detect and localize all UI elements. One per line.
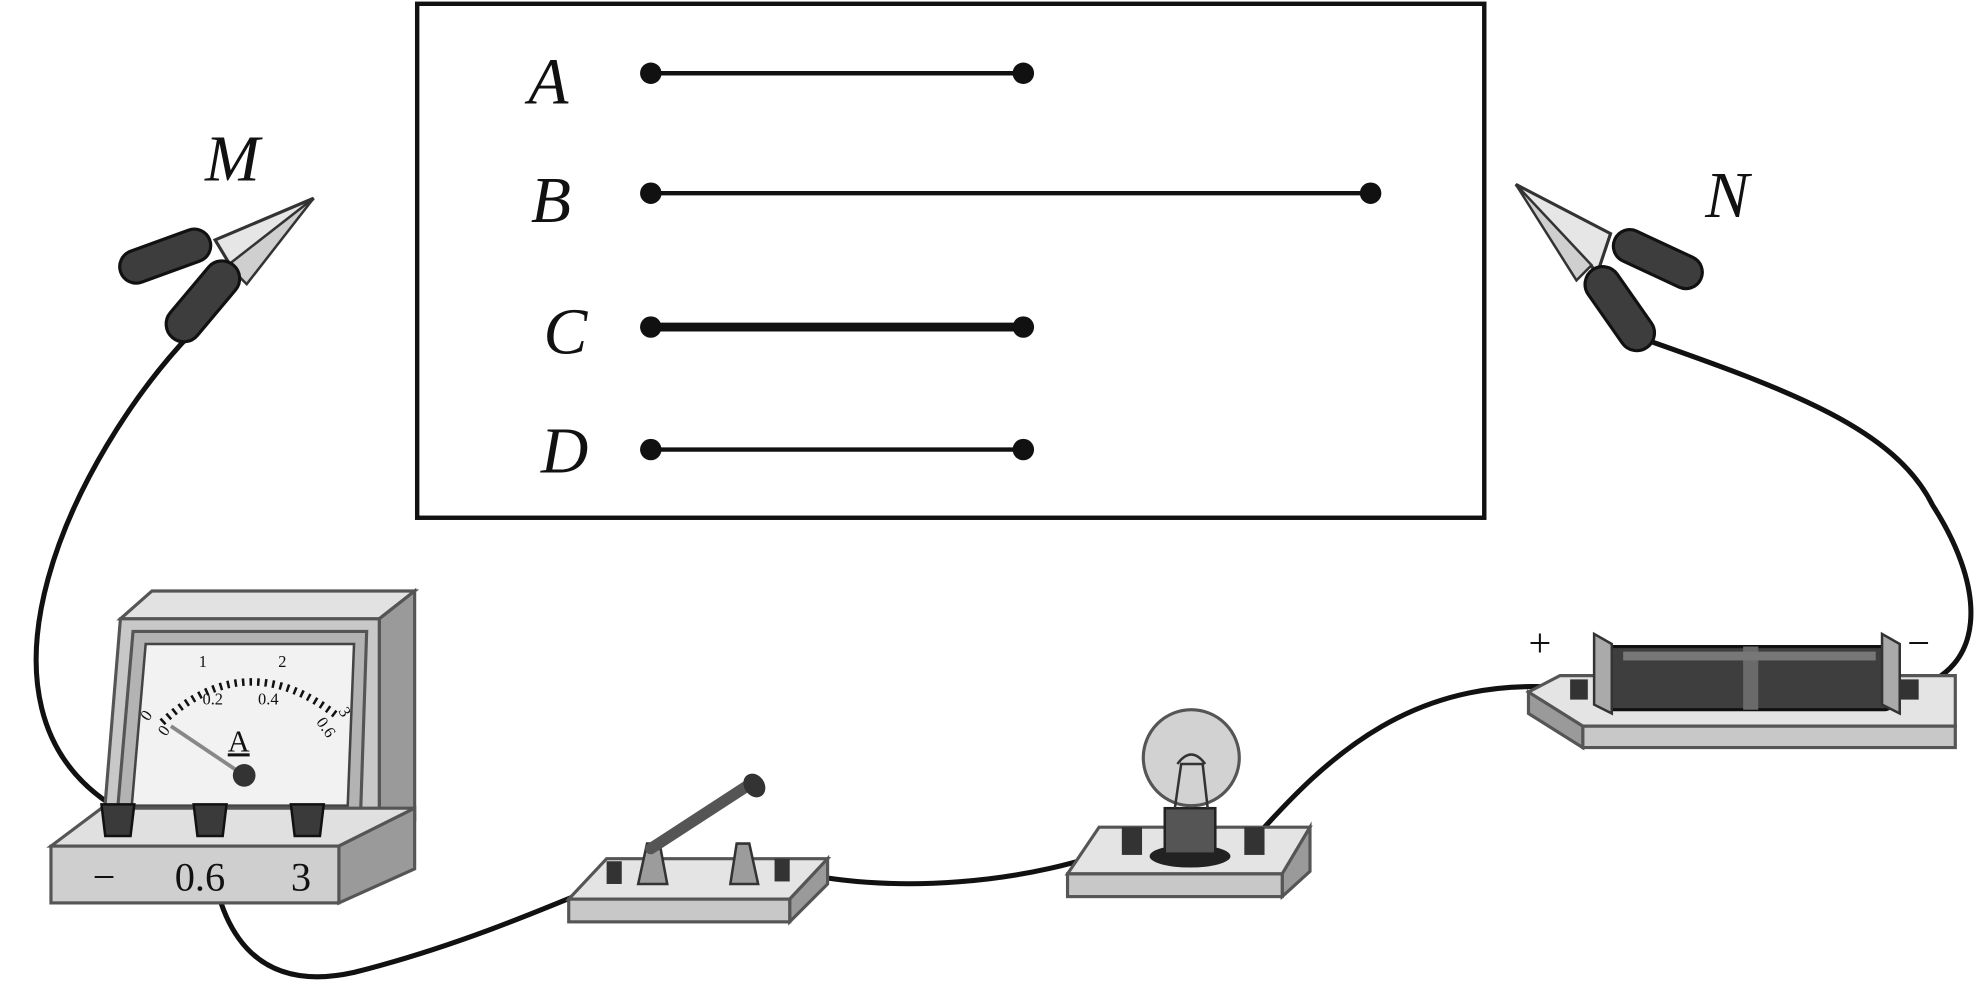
terminal-label-3: 3 (291, 854, 311, 899)
wire-d: D (540, 414, 1035, 487)
battery-positive-label: + (1528, 621, 1551, 666)
wire-label-d: D (540, 414, 588, 487)
battery-negative-label: − (1907, 621, 1930, 666)
terminal-negative[interactable] (100, 803, 136, 838)
upper-scale-2: 2 (278, 652, 286, 671)
battery-holder: + − (1525, 621, 1957, 751)
terminal-label-negative: − (93, 854, 116, 899)
alligator-clip-n[interactable]: N (1514, 159, 1752, 357)
wire-label-a: A (524, 46, 569, 119)
alligator-clip-m[interactable]: M (115, 123, 315, 349)
lower-scale-0.4: 0.4 (258, 690, 279, 709)
light-bulb (1064, 708, 1313, 901)
switch-lever[interactable] (645, 777, 758, 855)
ammeter-unit-label: A (228, 724, 250, 758)
wire-samples-box (414, 1, 1487, 520)
wire-label-c: C (543, 296, 588, 369)
clip-label-n: N (1704, 159, 1752, 232)
upper-scale-1: 1 (199, 652, 207, 671)
ammeter: 0 1 2 3 0 0.2 0.4 0.6 A − 0.6 3 (46, 587, 420, 906)
terminal-0.6[interactable] (192, 803, 228, 838)
knife-switch[interactable] (565, 769, 832, 926)
wire-bulb-to-battery (1250, 684, 1582, 843)
terminal-3[interactable] (289, 803, 326, 838)
wire-b: B (531, 164, 1382, 237)
wire-a: A (524, 46, 1035, 119)
lower-scale-0.2: 0.2 (202, 690, 223, 709)
clip-label-m: M (204, 123, 263, 196)
wire-m-to-ammeter (33, 332, 193, 811)
wire-c: C (543, 296, 1035, 369)
ammeter-needle (169, 724, 246, 777)
wire-battery-to-n (1639, 335, 1974, 691)
terminal-label-0.6: 0.6 (175, 854, 226, 899)
wire-label-b: B (531, 164, 571, 237)
